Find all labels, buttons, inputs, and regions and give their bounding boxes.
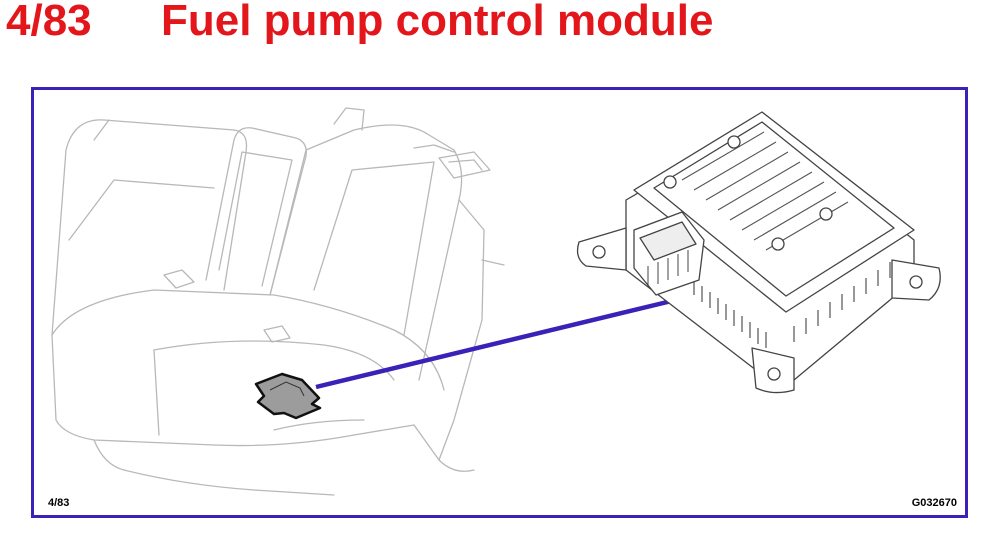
figure-reference-label: 4/83 bbox=[48, 497, 70, 509]
page-title: Fuel pump control module bbox=[161, 0, 714, 45]
fuel-pump-control-module-icon bbox=[576, 111, 941, 394]
illustration-frame: 4/83 G032670 bbox=[31, 87, 968, 518]
leader-line bbox=[315, 295, 685, 390]
header: 4/83 Fuel pump control module bbox=[6, 0, 986, 60]
illustration-canvas bbox=[51, 107, 941, 496]
rear-seat-icon bbox=[51, 107, 505, 496]
location-marker-icon bbox=[254, 372, 322, 420]
reference-number: 4/83 bbox=[6, 0, 92, 45]
figure-code-label: G032670 bbox=[911, 497, 957, 509]
